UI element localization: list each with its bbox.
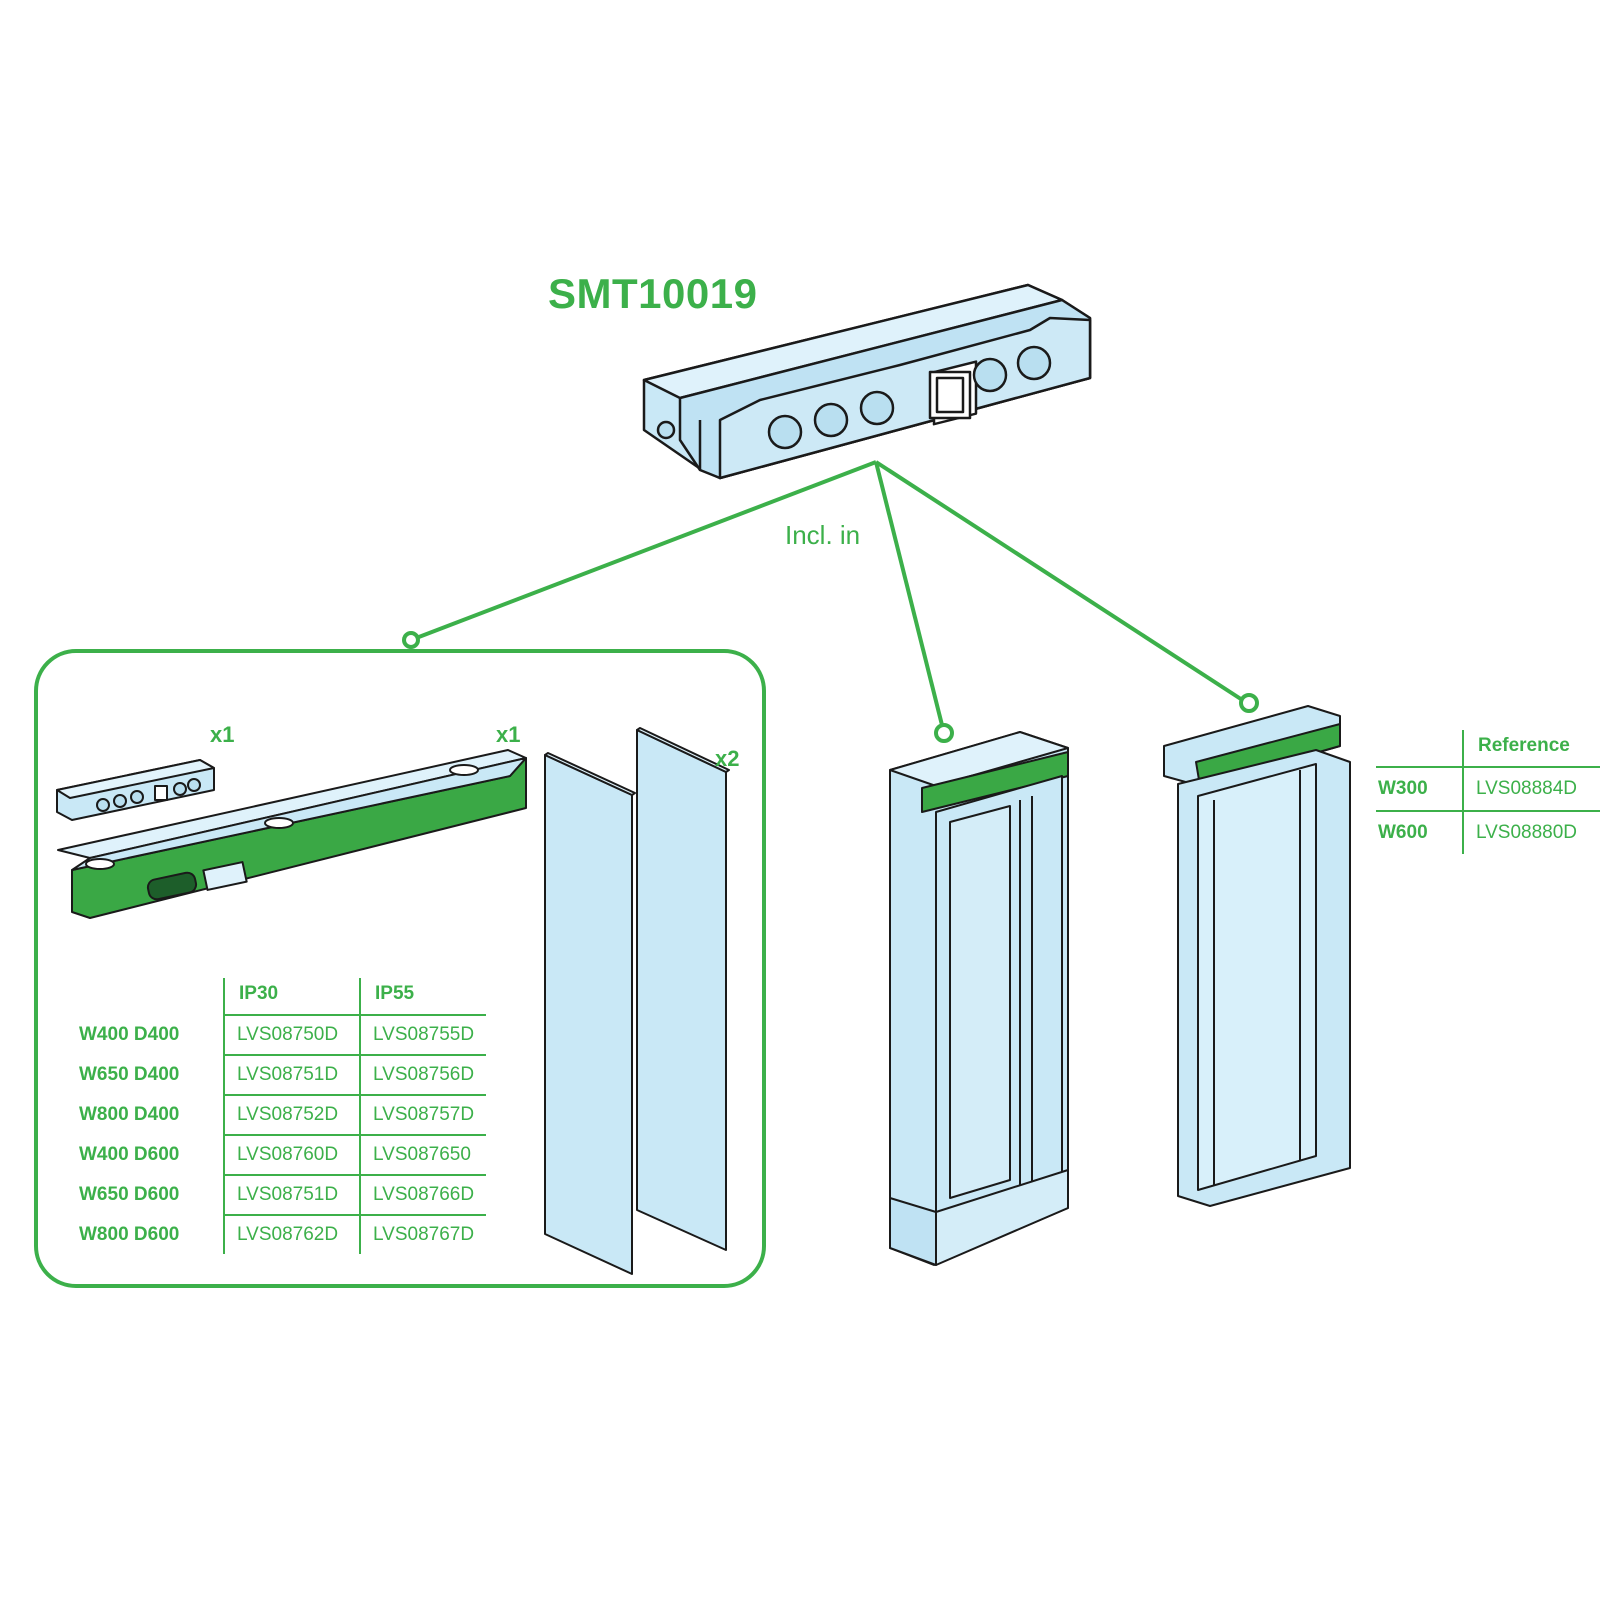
- table-row: W300 LVS08884D: [1376, 767, 1600, 812]
- row-label: W650 D600: [77, 1175, 225, 1215]
- reference-value: LVS08880D: [1475, 822, 1578, 843]
- ip55-reference: LVS08756D: [360, 1055, 487, 1096]
- ip30-reference: LVS08762D: [224, 1215, 361, 1254]
- qty-bar: x1: [496, 722, 521, 747]
- table-corner: [77, 978, 225, 1015]
- included-in-label: Incl. in: [785, 520, 861, 550]
- ip30-reference: LVS08751D: [224, 1055, 361, 1096]
- frame-cabinet-image: [1163, 705, 1351, 1207]
- column-header-ip55: IP55: [360, 978, 487, 1016]
- kit-frame: [34, 649, 766, 1288]
- ip30-reference: LVS08750D: [224, 1015, 361, 1056]
- row-label: W650 D400: [77, 1055, 225, 1095]
- ip55-reference: LVS08767D: [373, 1224, 475, 1245]
- ip55-reference: LVS08766D: [360, 1175, 487, 1216]
- row-label: W800 D600: [77, 1215, 225, 1254]
- side-panels-image: [544, 727, 730, 1275]
- cabinet-image: [889, 731, 1069, 1266]
- table-row: W650 D600 LVS08751D LVS08766D: [77, 1175, 487, 1216]
- ip55-reference: LVS087650: [360, 1135, 487, 1176]
- column-header-reference: Reference: [1462, 730, 1600, 768]
- table-row: W400 D400 LVS08750D LVS08755D: [77, 1015, 487, 1056]
- qty-small-part: x1: [210, 722, 235, 747]
- table-row: W400 D600 LVS08760D LVS087650: [77, 1135, 487, 1176]
- ip30-reference: LVS08760D: [224, 1135, 361, 1176]
- connector-lines: [402, 460, 1259, 743]
- frame-reference-table: Reference W300 LVS08884D W600 LVS08880D: [1376, 730, 1600, 854]
- ip30-reference: LVS08752D: [224, 1095, 361, 1136]
- table-row: W650 D400 LVS08751D LVS08756D: [77, 1055, 487, 1096]
- row-label: W300: [1376, 767, 1464, 812]
- qty-panels: x2: [715, 746, 740, 771]
- small-module-image: [56, 759, 215, 821]
- top-bar-image: [57, 749, 527, 919]
- ip55-reference: LVS08757D: [360, 1095, 487, 1136]
- column-header-ip30: IP30: [224, 978, 361, 1016]
- table-row: W600 LVS08880D: [1376, 811, 1600, 854]
- row-label: W400 D600: [77, 1135, 225, 1175]
- row-label: W600: [1376, 811, 1464, 854]
- row-label: W800 D400: [77, 1095, 225, 1135]
- product-title: SMT10019: [548, 270, 758, 317]
- table-row: W800 D600 LVS08762D LVS08767D: [77, 1215, 486, 1254]
- table-row: W800 D400 LVS08752D LVS08757D: [77, 1095, 487, 1136]
- smt10019-module-image: [642, 283, 1092, 480]
- reference-value: LVS08884D: [1462, 767, 1600, 812]
- row-label: W400 D400: [77, 1015, 225, 1055]
- ip55-reference: LVS08755D: [360, 1015, 487, 1056]
- kit-reference-table: IP30 IP55 W400 D400 LVS08750D LVS08755D …: [77, 978, 487, 1254]
- ip30-reference: LVS08751D: [224, 1175, 361, 1216]
- table-corner: [1376, 730, 1464, 768]
